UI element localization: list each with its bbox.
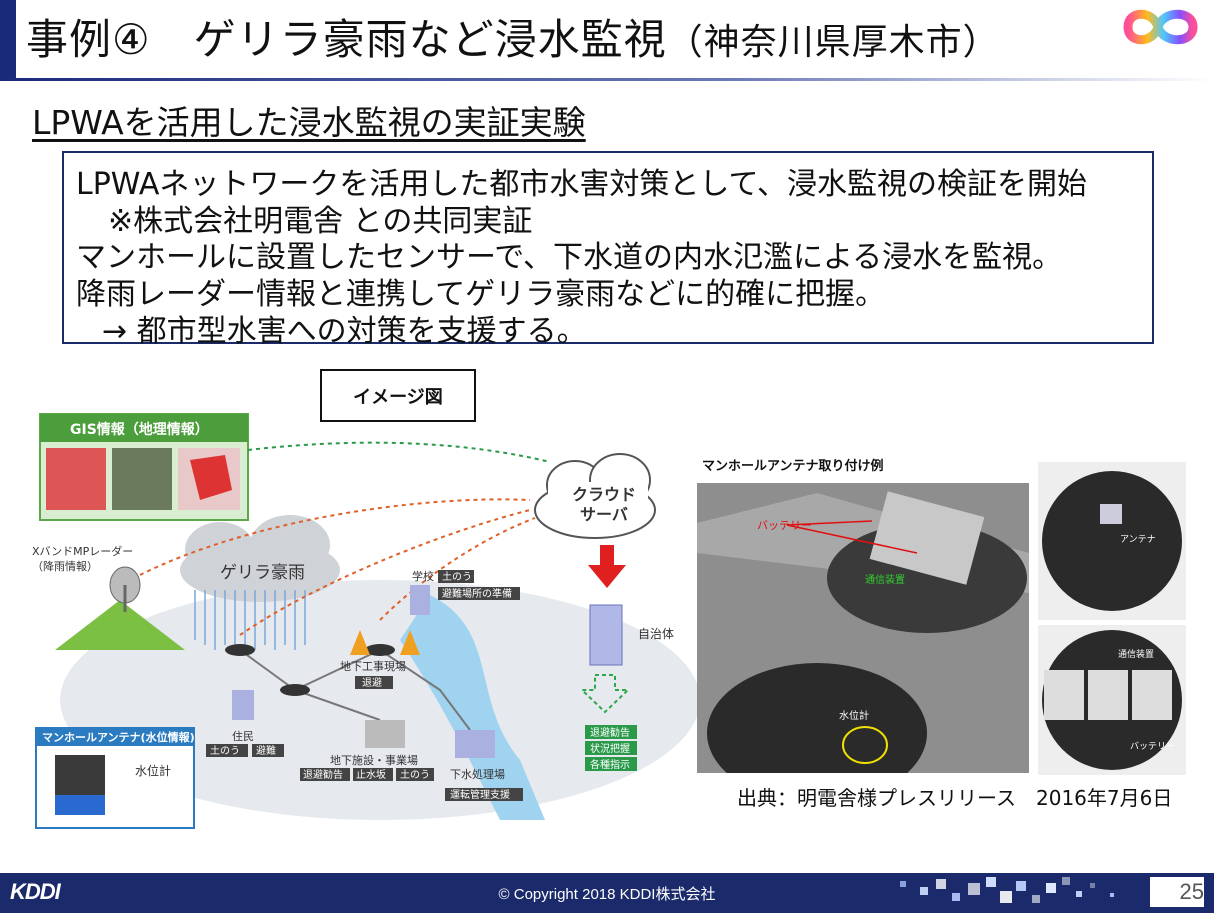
cloud-server-icon <box>534 453 656 539</box>
rain-cloud-icon <box>180 515 340 602</box>
page-title: 事例④ ゲリラ豪雨など浸水監視（神奈川県厚木市） <box>26 6 1000 67</box>
underground-tag-3: 土のう <box>400 768 430 781</box>
school-tag-2: 避難場所の準備 <box>442 587 512 600</box>
gis-panel <box>39 413 249 521</box>
title-accent-bar <box>0 0 16 78</box>
section-subtitle: LPWAを活用した浸水監視の実証実験 <box>32 103 586 142</box>
school-label: 学校 <box>412 569 434 583</box>
server-label-1: クラウド <box>572 485 636 504</box>
action-tag-1: 退避勧告 <box>590 726 630 739</box>
manhole-panel-title: マンホールアンテナ(水位情報) <box>42 730 195 744</box>
photo-title: マンホールアンテナ取り付け例 <box>702 459 884 474</box>
residents-tag-2: 避難 <box>256 744 276 757</box>
photo-battery-label: バッテリー <box>757 519 812 532</box>
summary-line-5: → 都市型水害への対策を支援する。 <box>102 314 587 349</box>
manhole-underside-photo: 通信装置 バッテリー <box>1038 625 1186 775</box>
sensor-to-cloud-arrow <box>239 509 531 636</box>
page-title-location: （神奈川県厚木市） <box>666 22 1000 63</box>
page-number: 25 <box>1150 877 1204 907</box>
server-label-2: サーバ <box>580 505 628 524</box>
photo-antenna-label: アンテナ <box>1120 534 1156 545</box>
flood-monitoring-diagram: GIS情報（地理情報） XバンドMPレーダー （降雨情報） ゲリラ豪雨 クラウド… <box>32 413 700 829</box>
cloud-label: ゲリラ豪雨 <box>220 562 305 583</box>
treatment-tag: 運転管理支援 <box>450 788 510 801</box>
construction-tag: 退避 <box>362 676 382 689</box>
river-shape <box>400 595 545 820</box>
summary-line-2: ※株式会社明電舎 との共同実証 <box>108 204 533 239</box>
school-to-cloud-arrow <box>379 517 536 621</box>
radar-label-1: XバンドMPレーダー <box>32 544 133 558</box>
radar-dish-icon <box>109 566 141 612</box>
summary-box: LPWAネットワークを活用した都市水害対策として、浸水監視の検証を開始 ※株式会… <box>62 151 1154 349</box>
school-tag: 土のう <box>442 570 472 583</box>
title-rule <box>0 78 1214 81</box>
school-building <box>410 585 430 615</box>
underground-tag-1: 退避勧告 <box>303 768 343 781</box>
gis-to-cloud-arrow <box>247 441 551 463</box>
photo-comm-label-2: 通信装置 <box>1118 648 1154 660</box>
gis-title: GIS情報（地理情報） <box>70 421 209 438</box>
underground-label: 地下施設・事業場 <box>330 753 418 767</box>
residence-building <box>232 690 254 720</box>
city-hall-label: 自治体 <box>638 627 674 641</box>
water-gauge-label: 水位計 <box>135 763 171 778</box>
source-credit: 出典：明電舎様プレスリリース 2016年7月6日 <box>737 786 1173 810</box>
construction-label: 地下工事現場 <box>340 660 406 673</box>
manhole-icons <box>225 644 395 696</box>
cone-icon <box>350 630 370 655</box>
gis-map-2 <box>112 448 172 510</box>
infinity-logo-icon <box>1123 9 1198 45</box>
manhole-antenna-panel <box>35 727 195 829</box>
action-tag-2: 状況把握 <box>590 742 630 755</box>
action-tag-3: 各種指示 <box>590 758 630 771</box>
summary-line-4: 降雨レーダー情報と連携してゲリラ豪雨などに的確に把握。 <box>76 277 886 312</box>
summary-line-3: マンホールに設置したセンサーで、下水道の内水氾濫による浸水を監視。 <box>76 240 1063 275</box>
kddi-logo: KDDI <box>10 879 61 904</box>
manhole-photo: バッテリー 通信装置 水位計 <box>697 483 1029 773</box>
footer-pixel-pattern <box>900 877 1114 903</box>
underground-facility <box>365 720 405 748</box>
gis-map-1 <box>46 448 106 510</box>
residents-label: 住民 <box>232 729 254 743</box>
underground-tag-2: 止水坂 <box>356 769 386 781</box>
city-hall-building-icon <box>589 604 623 666</box>
residents-tag-1: 土のう <box>210 744 240 757</box>
cone-icon-2 <box>400 630 420 655</box>
hill-shape <box>55 600 185 650</box>
page-title-text: 事例④ ゲリラ豪雨など浸水監視 <box>26 15 667 64</box>
treatment-plant <box>455 730 495 758</box>
ground-ellipse <box>60 580 700 820</box>
image-label: イメージ図 <box>320 369 476 422</box>
radar-label-2: （降雨情報） <box>32 559 98 573</box>
down-arrow-icon <box>588 545 626 588</box>
photo-gauge-label: 水位計 <box>839 709 869 722</box>
photo-comm-label: 通信装置 <box>865 573 905 586</box>
manhole-cover-photo: アンテナ <box>1038 462 1186 620</box>
radar-to-cloud-arrow <box>139 498 531 576</box>
photo-battery-label-2: バッテリー <box>1130 741 1175 752</box>
copyright-text: © Copyright 2018 KDDI株式会社 <box>498 886 716 903</box>
summary-line-1: LPWAネットワークを活用した都市水害対策として、浸水監視の検証を開始 <box>76 167 1087 202</box>
green-down-arrow-icon <box>579 674 631 714</box>
treatment-label: 下水処理場 <box>450 768 505 781</box>
rain-lines <box>194 590 306 650</box>
action-tags <box>585 725 637 771</box>
